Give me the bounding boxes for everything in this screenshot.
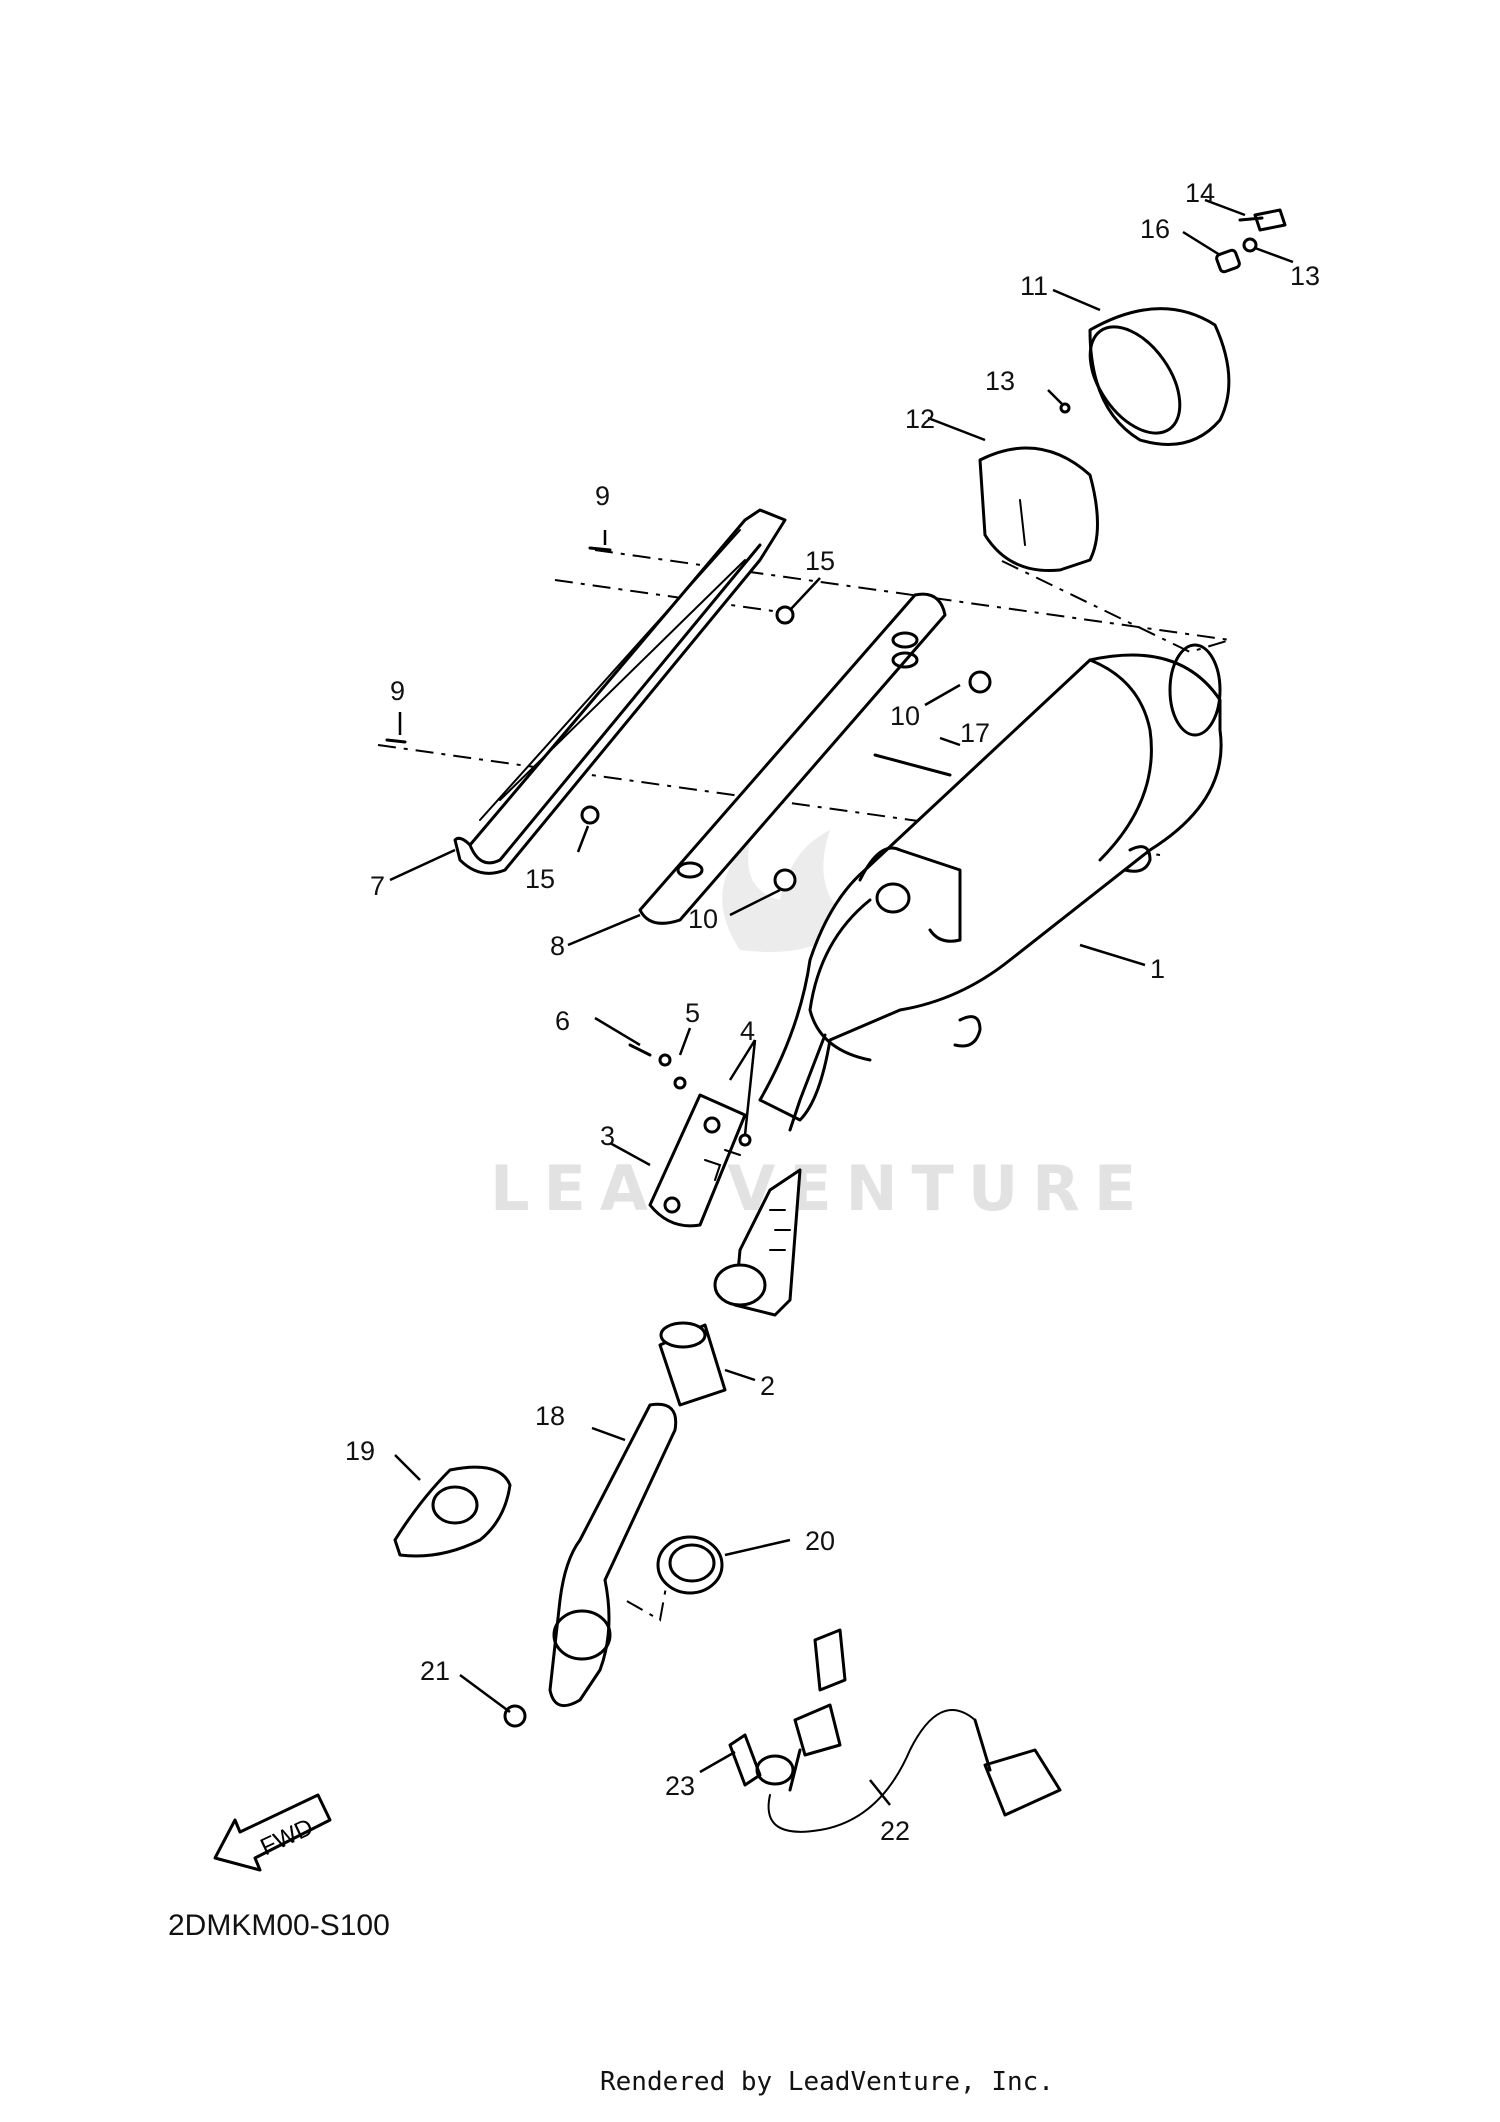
callout-22: 22	[880, 1816, 910, 1846]
gasket-ring	[656, 1535, 724, 1595]
heat-shield	[453, 508, 787, 875]
callout-20: 21	[420, 1656, 450, 1686]
forward-direction-arrow: FWD	[213, 1793, 332, 1872]
oxygen-sensor	[728, 1628, 1062, 1833]
callout-18: 19	[345, 1436, 375, 1466]
callout-10-top: 10	[890, 701, 920, 731]
callout-7: 7	[370, 871, 385, 901]
callout-3: 3	[600, 1121, 615, 1151]
callout-11: 11	[1020, 271, 1048, 301]
watermark: LEADVENTURE	[490, 830, 1150, 1225]
bracket-protector	[648, 1093, 747, 1228]
callout-19: 20	[805, 1526, 835, 1556]
render-credit: Rendered by LeadVenture, Inc.	[600, 2067, 1054, 2097]
callout-12: 12	[905, 404, 935, 434]
callout-21: 17	[960, 718, 990, 748]
exhaust-gasket-plate	[393, 1465, 512, 1558]
callout-13: 13	[985, 366, 1015, 396]
callout-4: 4	[740, 1016, 755, 1046]
fasteners	[385, 208, 1287, 1728]
exhaust-pipe	[548, 1402, 678, 1708]
callout-16: 16	[1140, 214, 1170, 244]
callout-15: 15	[525, 864, 555, 894]
callout-23: 23	[665, 1771, 695, 1801]
muffler-band	[978, 446, 1099, 573]
callout-14: 14	[1185, 178, 1215, 208]
callout-6: 6	[555, 1006, 570, 1036]
callout-13-top: 13	[1290, 261, 1320, 291]
callout-1: 1	[1150, 954, 1165, 984]
muffler-body	[713, 643, 1223, 1317]
callout-labels: 14 16 13 11 13 12 9 15 9 10 17 7 15 10 8…	[345, 178, 1320, 1846]
diagram-code: 2DMKM00-S100	[168, 1909, 390, 1942]
watermark-text: LEADVENTURE	[490, 1152, 1150, 1225]
callout-9: 9	[390, 676, 405, 706]
callout-2: 2	[760, 1371, 775, 1401]
callout-15-top: 15	[805, 546, 835, 576]
callout-5: 5	[685, 998, 700, 1028]
callout-10: 10	[688, 904, 718, 934]
leader-lines	[389, 198, 1294, 1806]
callout-8: 8	[550, 931, 565, 961]
mounting-plate	[638, 592, 947, 925]
callout-9-top: 9	[595, 481, 610, 511]
callout-17: 18	[535, 1401, 565, 1431]
gasket-tube	[658, 1321, 727, 1407]
muffler-end-cap	[1088, 307, 1231, 446]
